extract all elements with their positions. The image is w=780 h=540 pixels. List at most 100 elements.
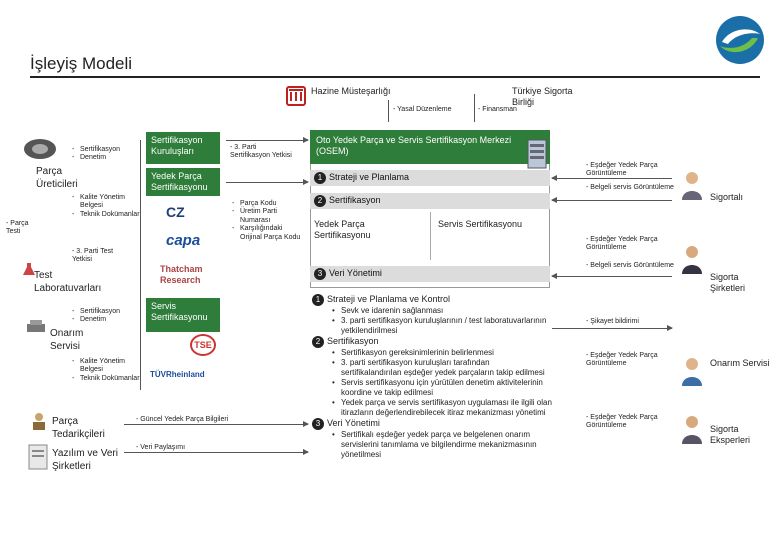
hazine-label: Hazine Müsteşarlığı	[311, 86, 391, 96]
ucuncu-parti-test-label: - 3. Parti Test Yetkisi	[72, 248, 114, 264]
arrow-yp-to-osem	[226, 179, 309, 185]
logo-capa: capa	[166, 232, 201, 249]
finansman-label: - Finansman	[478, 106, 517, 113]
logo-tuv: TÜVRheinland	[150, 370, 205, 379]
arrow-right-1	[551, 175, 672, 181]
kys-item: Teknik Dokümanlar	[72, 211, 142, 220]
right-e4: - Belgeli servis Görüntüleme	[586, 262, 674, 269]
test-lab-icon	[22, 262, 36, 276]
service-icon	[26, 318, 46, 334]
parca-tedarikcileri-label: Parça Tedarikçileri	[52, 416, 105, 440]
osem-sub-parts: Yedek Parça Sertifikasyonu	[314, 219, 371, 241]
right-sikayet: - Şikayet bildirimi	[586, 318, 639, 325]
right-e3: - Eşdeğer Yedek Parça Görüntüleme	[586, 236, 658, 252]
pu-item: Sertifikasyon	[72, 146, 142, 155]
yazilim-label: Yazılım ve Veri Şirketleri	[52, 448, 118, 472]
sigorta-sirketleri-icon	[680, 244, 704, 274]
os-list: Sertifikasyon Denetim	[72, 308, 142, 325]
details-num-1: 1	[312, 294, 324, 306]
software-icon	[28, 444, 48, 470]
parca-kodu-list: Parça Kodu Üretim Parti Numarası Karşılı…	[232, 200, 302, 242]
logo-cz: CZ	[166, 204, 185, 220]
details-num-3: 3	[312, 418, 324, 430]
logo-thatcham: Thatcham Research	[160, 264, 203, 286]
sigorta-sirketleri-label: Sigorta Şirketleri	[710, 272, 746, 294]
details-num-2: 2	[312, 336, 324, 348]
pk-item: Karşılığındaki Orijinal Parça Kodu	[232, 225, 302, 242]
page-title: İşleyiş Modeli	[30, 54, 133, 73]
right-e6: - Eşdeğer Yedek Parça Görüntüleme	[586, 414, 658, 430]
tsb-line	[474, 94, 475, 122]
kys-item: Kalite Yönetim Belgesi	[72, 194, 142, 211]
osem-bar3-label: Veri Yönetimi	[329, 268, 382, 279]
sigortali-icon	[680, 170, 704, 200]
brand-logo	[714, 14, 766, 66]
details-h1-item: 3. parti sertifikasyon kuruluşlarının / …	[332, 316, 552, 336]
guncel-label: - Güncel Yedek Parça Bilgileri	[136, 416, 229, 423]
details-h2-item: Sertifikasyon gereksinimlerinin belirlen…	[332, 348, 552, 358]
parca-testi-label: - Parça Testi	[6, 220, 29, 236]
kys-item: Teknik Dokümanlar	[72, 375, 142, 384]
osem-divider	[430, 212, 431, 260]
sigorta-eksperleri-label: Sigorta Eksperleri	[710, 424, 751, 446]
parca-ureticileri-label: Parça Üreticileri	[36, 166, 78, 190]
hazine-icon	[286, 86, 306, 106]
details-h2-item: 3. parti sertifikasyon kuruluşları taraf…	[332, 358, 552, 378]
details-h2-item: Yedek parça ve servis sertifikasyon uygu…	[332, 398, 552, 418]
test-lab-label: Test Laboratuvarları	[34, 270, 102, 294]
kys2-list: Kalite Yönetim Belgesi Teknik Dokümanlar	[72, 358, 142, 384]
supplier-icon	[30, 412, 48, 430]
onarim-servisi-left-label: Onarım Servisi	[50, 328, 84, 352]
arrow-tedarik	[124, 421, 309, 427]
logo-tse: TSE	[190, 334, 216, 356]
os-item: Denetim	[72, 316, 142, 325]
arrow-right-2	[551, 197, 672, 203]
osem-num-2: 2	[314, 195, 326, 207]
sigorta-eksperleri-icon	[680, 414, 704, 444]
osem-num-1: 1	[314, 172, 326, 184]
kys-item: Kalite Yönetim Belgesi	[72, 358, 142, 375]
server-icon	[526, 138, 548, 170]
onarim-servisi-right-label: Onarım Servisi	[710, 358, 770, 368]
pk-item: Üretim Parti Numarası	[232, 208, 302, 225]
os-item: Sertifikasyon	[72, 308, 142, 317]
yasal-label: - Yasal Düzenleme	[393, 106, 452, 113]
details-h2-item: Servis sertifikasyonu için yürütülen den…	[332, 378, 552, 398]
arrow-right-3	[551, 273, 672, 279]
hazine-line	[388, 100, 389, 122]
osem-bar1-label: Strateji ve Planlama	[329, 172, 410, 183]
details-h1-item: Sevk ve idarenin sağlanması	[332, 306, 552, 316]
yp-sert-box: Yedek Parça Sertifikasyonu	[146, 168, 220, 196]
tsb-label: Türkiye Sigorta Birliği	[512, 86, 573, 108]
sert-kur-box: Sertifikasyon Kuruluşları	[146, 132, 220, 164]
osem-bar2-label: Sertifikasyon	[329, 195, 381, 206]
arrow-sert-to-osem	[226, 137, 309, 143]
osem-sub-service: Servis Sertifikasyonu	[438, 219, 523, 229]
kys1-list: Kalite Yönetim Belgesi Teknik Dokümanlar	[72, 194, 142, 220]
right-e2: - Belgeli servis Görüntüleme	[586, 184, 674, 191]
details-h3-item: Sertifikalı eşdeğer yedek parça ve belge…	[332, 430, 552, 460]
ucuncu-parti-label: - 3. Parti Sertifikasyon Yetkisi	[230, 144, 292, 160]
osem-num-3: 3	[314, 268, 326, 280]
pu-item: Denetim	[72, 154, 142, 163]
right-e5: - Eşdeğer Yedek Parça Görüntüleme	[586, 352, 658, 368]
servis-sert-box: Servis Sertifikasyonu	[146, 298, 220, 332]
sigortali-label: Sigortalı	[710, 192, 744, 202]
osem-header: Oto Yedek Parça ve Servis Sertifikasyon …	[310, 130, 550, 164]
right-e1: - Eşdeğer Yedek Parça Görüntüleme	[586, 162, 658, 178]
onarim-servisi-icon	[680, 356, 704, 386]
car-parts-icon	[22, 134, 58, 164]
title-underline	[30, 76, 760, 78]
left-vertical	[140, 140, 141, 390]
veri-paylasimi-label: - Veri Paylaşımı	[136, 444, 186, 451]
arrow-right-4	[552, 325, 673, 331]
pk-item: Parça Kodu	[232, 200, 302, 209]
pu-list: Sertifikasyon Denetim	[72, 146, 142, 163]
